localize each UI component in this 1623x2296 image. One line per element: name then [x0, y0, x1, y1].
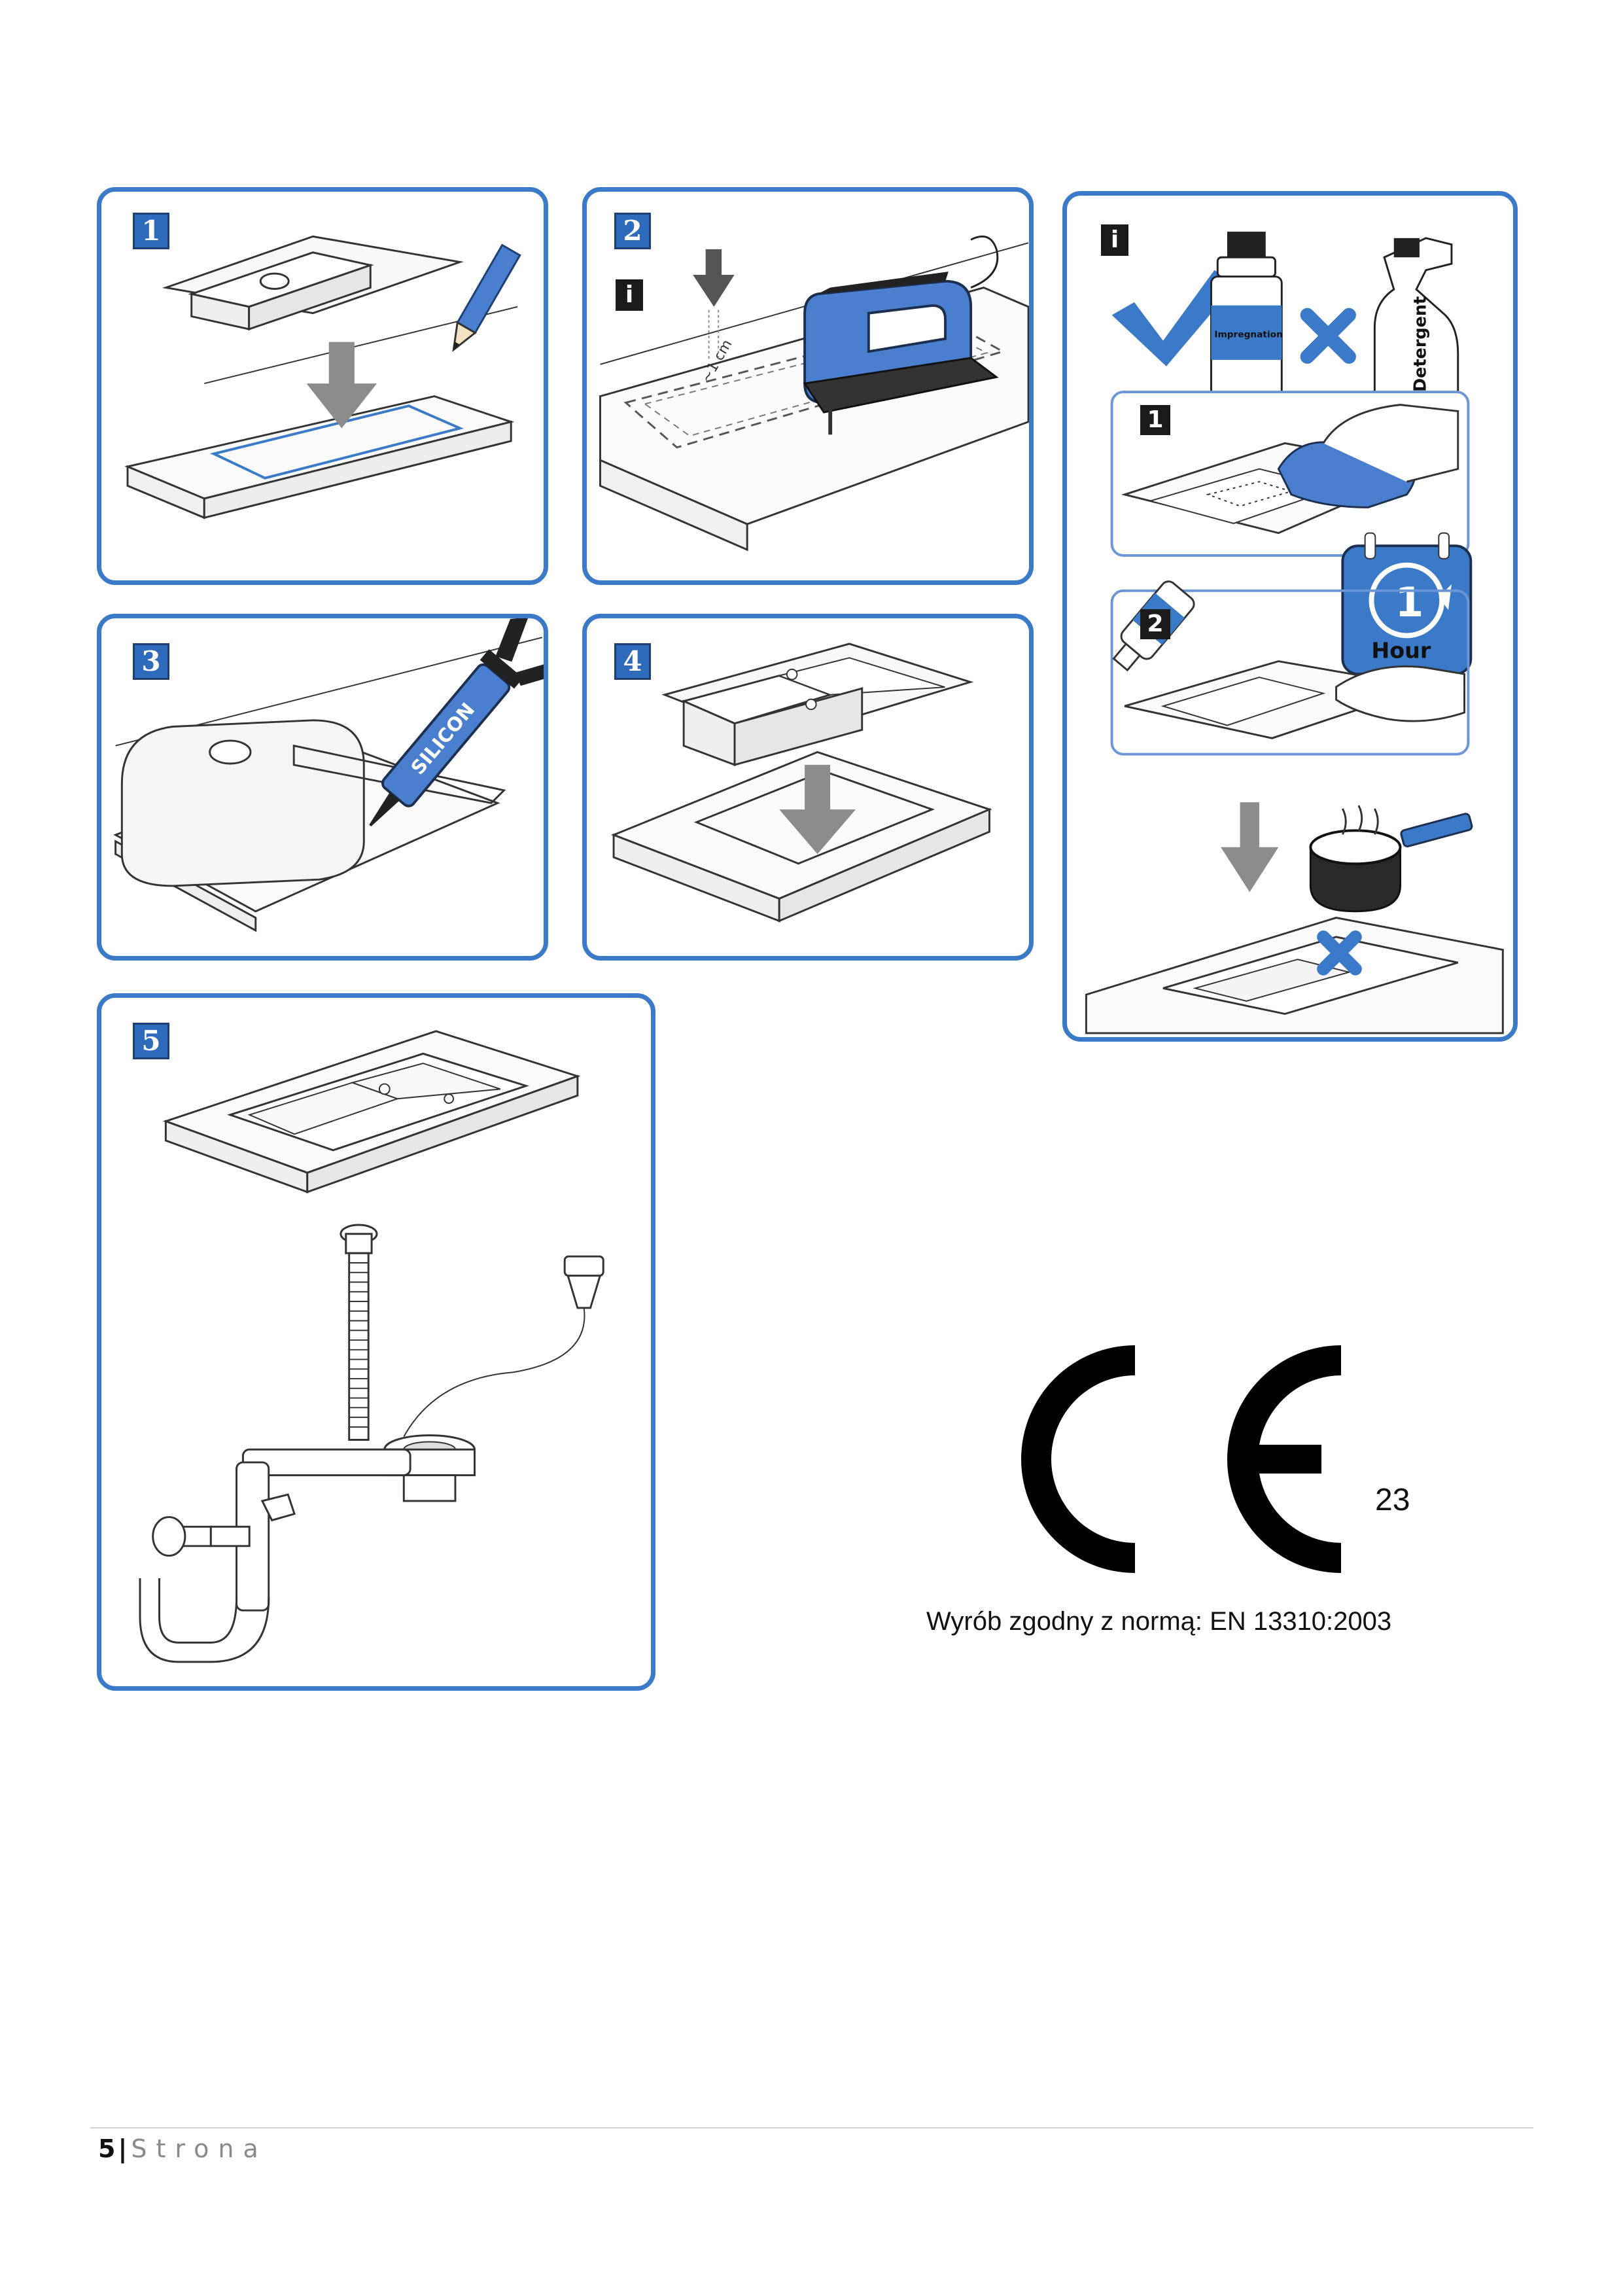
- step-1-illustration: [124, 235, 521, 520]
- hot-pot-icon: [1309, 805, 1473, 913]
- step-5-number-badge: 5: [133, 1023, 169, 1059]
- footer-page-word: Strona: [131, 2134, 268, 2163]
- ce-notified-body-number: 23: [1375, 1483, 1410, 1517]
- care-illustration: Impregnation Detergent 1 Hour: [1085, 232, 1504, 1034]
- step-2-number-badge: 2: [614, 213, 651, 249]
- jigsaw-icon: [803, 236, 999, 435]
- step-3-number-badge: 3: [133, 643, 169, 680]
- step-4-panel: 4: [582, 614, 1034, 961]
- ce-mark-logo: [1021, 1345, 1341, 1573]
- step-1-panel: 1: [97, 187, 548, 585]
- step-4-number-badge: 4: [614, 643, 651, 680]
- footer-divider: [90, 2127, 1533, 2128]
- conformity-statement: Wyrób zgodny z normą: EN 13310:2003: [926, 1607, 1392, 1636]
- page-footer: 5|Strona: [98, 2134, 268, 2163]
- care-substep-2-badge: 2: [1140, 609, 1170, 639]
- care-substep-1-badge: 1: [1140, 405, 1170, 435]
- step-2-panel: ~1 cm 2 i: [582, 187, 1034, 585]
- detergent-bottle-label: Detergent: [1411, 296, 1431, 392]
- page-number: 5: [98, 2134, 116, 2163]
- info-icon: i: [616, 279, 643, 311]
- timer-value: 1: [1395, 578, 1424, 626]
- footer-separator: |: [118, 2134, 128, 2163]
- no-hot-pot-cross-icon: [1317, 930, 1362, 976]
- timer-unit: Hour: [1371, 638, 1431, 663]
- step-3-illustration: SILICON: [113, 618, 544, 932]
- silicone-gun-icon: SILICON: [369, 618, 544, 827]
- step-3-panel: SILICON 3: [97, 614, 548, 961]
- step-1-number-badge: 1: [133, 213, 169, 249]
- check-icon: [1111, 270, 1237, 366]
- cross-icon: [1300, 308, 1356, 364]
- step-2-illustration: ~1 cm: [599, 236, 1029, 552]
- step-4-illustration: [611, 643, 992, 923]
- care-info-icon: i: [1101, 224, 1128, 256]
- step-5-panel: 5: [97, 993, 655, 1691]
- timer-icon: 1 Hour: [1341, 532, 1473, 676]
- impregnation-bottle-label: Impregnation: [1214, 330, 1282, 340]
- step-5-illustration: [139, 1030, 604, 1663]
- care-panel: Impregnation Detergent 1 Hour: [1062, 191, 1518, 1042]
